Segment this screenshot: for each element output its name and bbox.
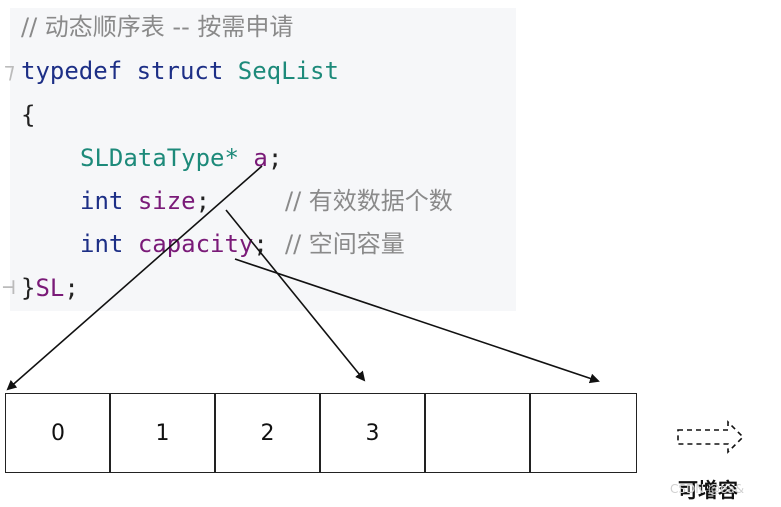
field-a-name: a <box>253 144 268 172</box>
code-typedef-line: typedef struct SeqList <box>21 56 339 86</box>
stray-glyph-left-2: ⊣ <box>2 275 16 300</box>
code-field-size: int size; <box>80 186 210 216</box>
grow-arrow-icon <box>677 420 745 454</box>
field-size-semicolon: ; <box>195 187 211 215</box>
keyword-typedef: typedef <box>21 57 123 85</box>
field-a-semicolon: ; <box>267 144 283 172</box>
field-capacity-type: int <box>80 230 124 258</box>
code-field-a: SLDataType* a; <box>80 143 282 173</box>
watermark: CSDN @ea& <box>670 482 745 496</box>
field-size-name: size <box>137 187 196 215</box>
code-comment-title: // 动态顺序表 -- 按需申请 <box>21 13 294 41</box>
code-open-brace: { <box>21 101 36 129</box>
array-cell: 3 <box>319 393 426 473</box>
arrow-capacity-to-end <box>234 258 600 384</box>
stray-glyph-left: ⁊ <box>4 59 15 84</box>
grow-label: 可增容 <box>678 478 738 502</box>
field-capacity-name: capacity <box>137 230 254 258</box>
array-cell: 2 <box>214 393 321 473</box>
array-cell <box>424 393 531 473</box>
code-panel <box>10 8 516 311</box>
field-size-comment: // 有效数据个数 <box>285 187 453 215</box>
struct-alias: SL <box>35 274 65 302</box>
array-cell <box>529 393 637 473</box>
code-field-capacity: int capacity; <box>80 229 268 259</box>
field-capacity-semicolon: ; <box>253 230 268 258</box>
array-cell: 0 <box>5 393 111 473</box>
close-semicolon: ; <box>64 274 79 302</box>
keyword-struct: struct <box>136 57 224 85</box>
arrow-a-to-array-start <box>6 165 263 391</box>
array-diagram: 0 1 2 3 <box>5 393 637 475</box>
field-capacity-comment: // 空间容量 <box>285 230 405 258</box>
field-size-type: int <box>80 187 124 215</box>
struct-name: SeqList <box>237 57 339 85</box>
close-brace: } <box>21 274 36 302</box>
array-cell: 1 <box>109 393 216 473</box>
code-close-line: }SL; <box>21 273 79 303</box>
arrow-size-to-cell <box>225 209 366 382</box>
field-a-type: SLDataType* <box>80 144 239 172</box>
